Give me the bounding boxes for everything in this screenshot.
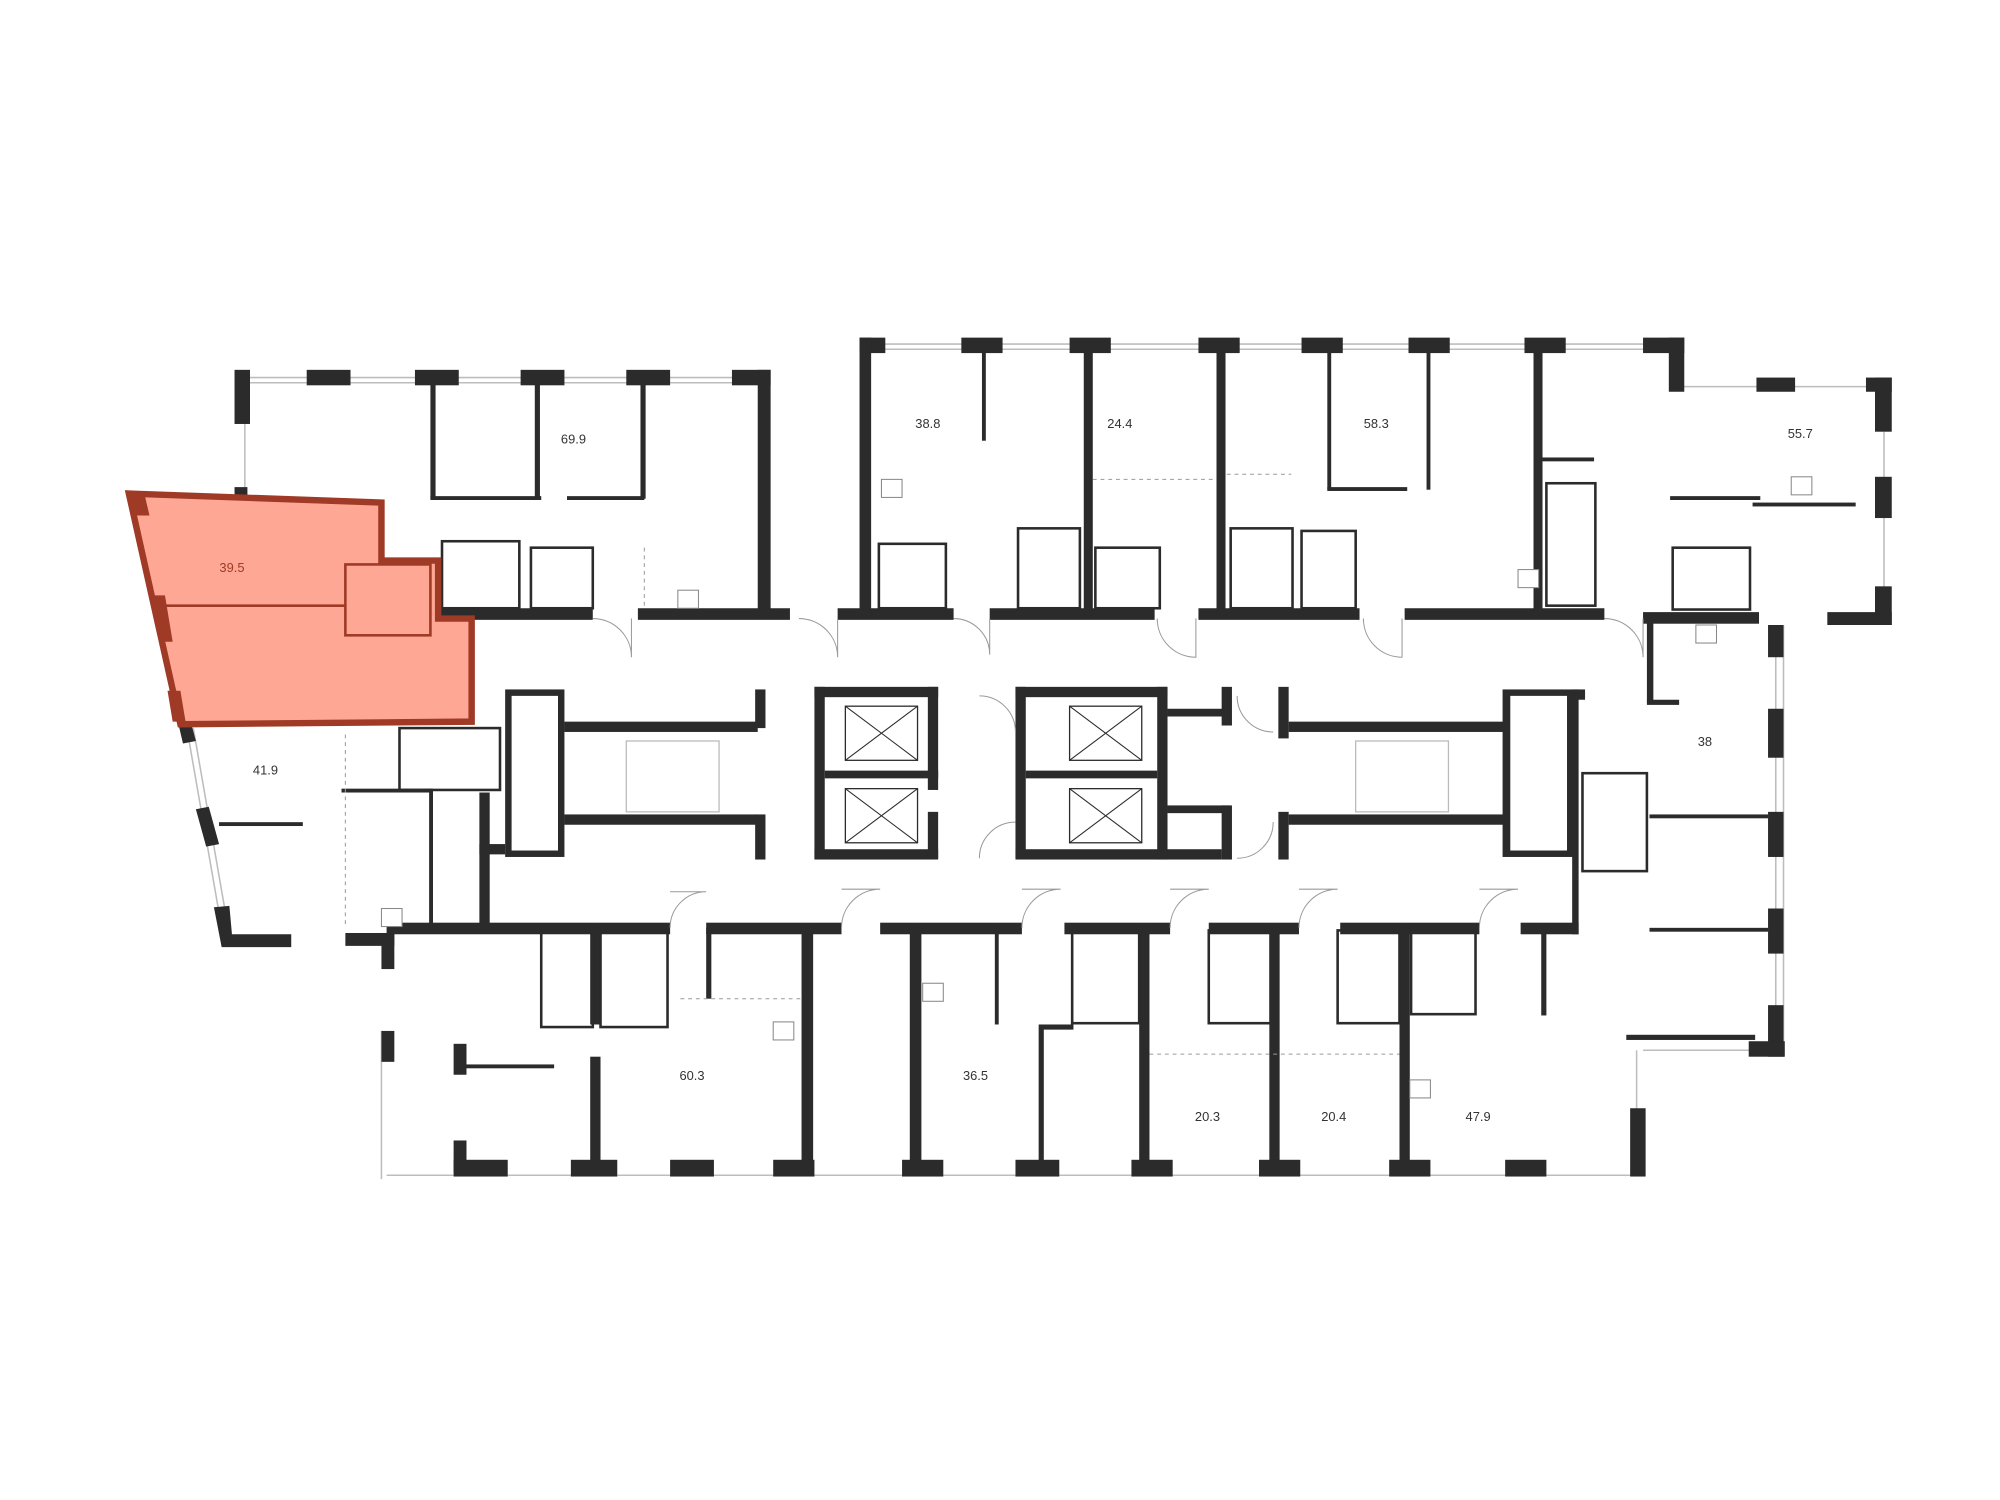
apartment-area-label[interactable]: 38.8 — [915, 416, 940, 431]
apartment-area-label[interactable]: 60.3 — [679, 1068, 704, 1083]
window-column — [167, 690, 186, 722]
selected-apartment-area-label: 39.5 — [219, 560, 244, 575]
apartment-area-label[interactable]: 20.4 — [1321, 1109, 1346, 1124]
elevator-icon — [844, 705, 1143, 844]
interior-details — [344, 473, 1813, 1099]
apartment-area-label[interactable]: 20.3 — [1195, 1109, 1220, 1124]
apartment-area-label[interactable]: 58.3 — [1364, 416, 1389, 431]
apartment-area-label[interactable]: 55.7 — [1788, 426, 1813, 441]
selected-apartment-bathroom — [344, 563, 432, 637]
apartment-area-label[interactable]: 36.5 — [963, 1068, 988, 1083]
walls — [177, 337, 1892, 1177]
apartment-area-labels: 69.9 38.8 24.4 58.3 55.7 38 41.9 60.3 36… — [253, 416, 1813, 1124]
apartment-area-label[interactable]: 24.4 — [1107, 416, 1132, 431]
apartment-area-label[interactable]: 38 — [1698, 734, 1712, 749]
apartment-area-label[interactable]: 41.9 — [253, 762, 278, 777]
selected-apartment-outline[interactable] — [124, 490, 475, 728]
window-column — [152, 595, 173, 642]
stove-icons — [380, 476, 1813, 1099]
windows — [186, 343, 1885, 1180]
apartment-area-label[interactable]: 47.9 — [1466, 1109, 1491, 1124]
window-column — [130, 493, 150, 516]
selected-apartment[interactable]: 39.5 — [124, 490, 475, 728]
apartment-area-label[interactable]: 69.9 — [561, 431, 586, 446]
